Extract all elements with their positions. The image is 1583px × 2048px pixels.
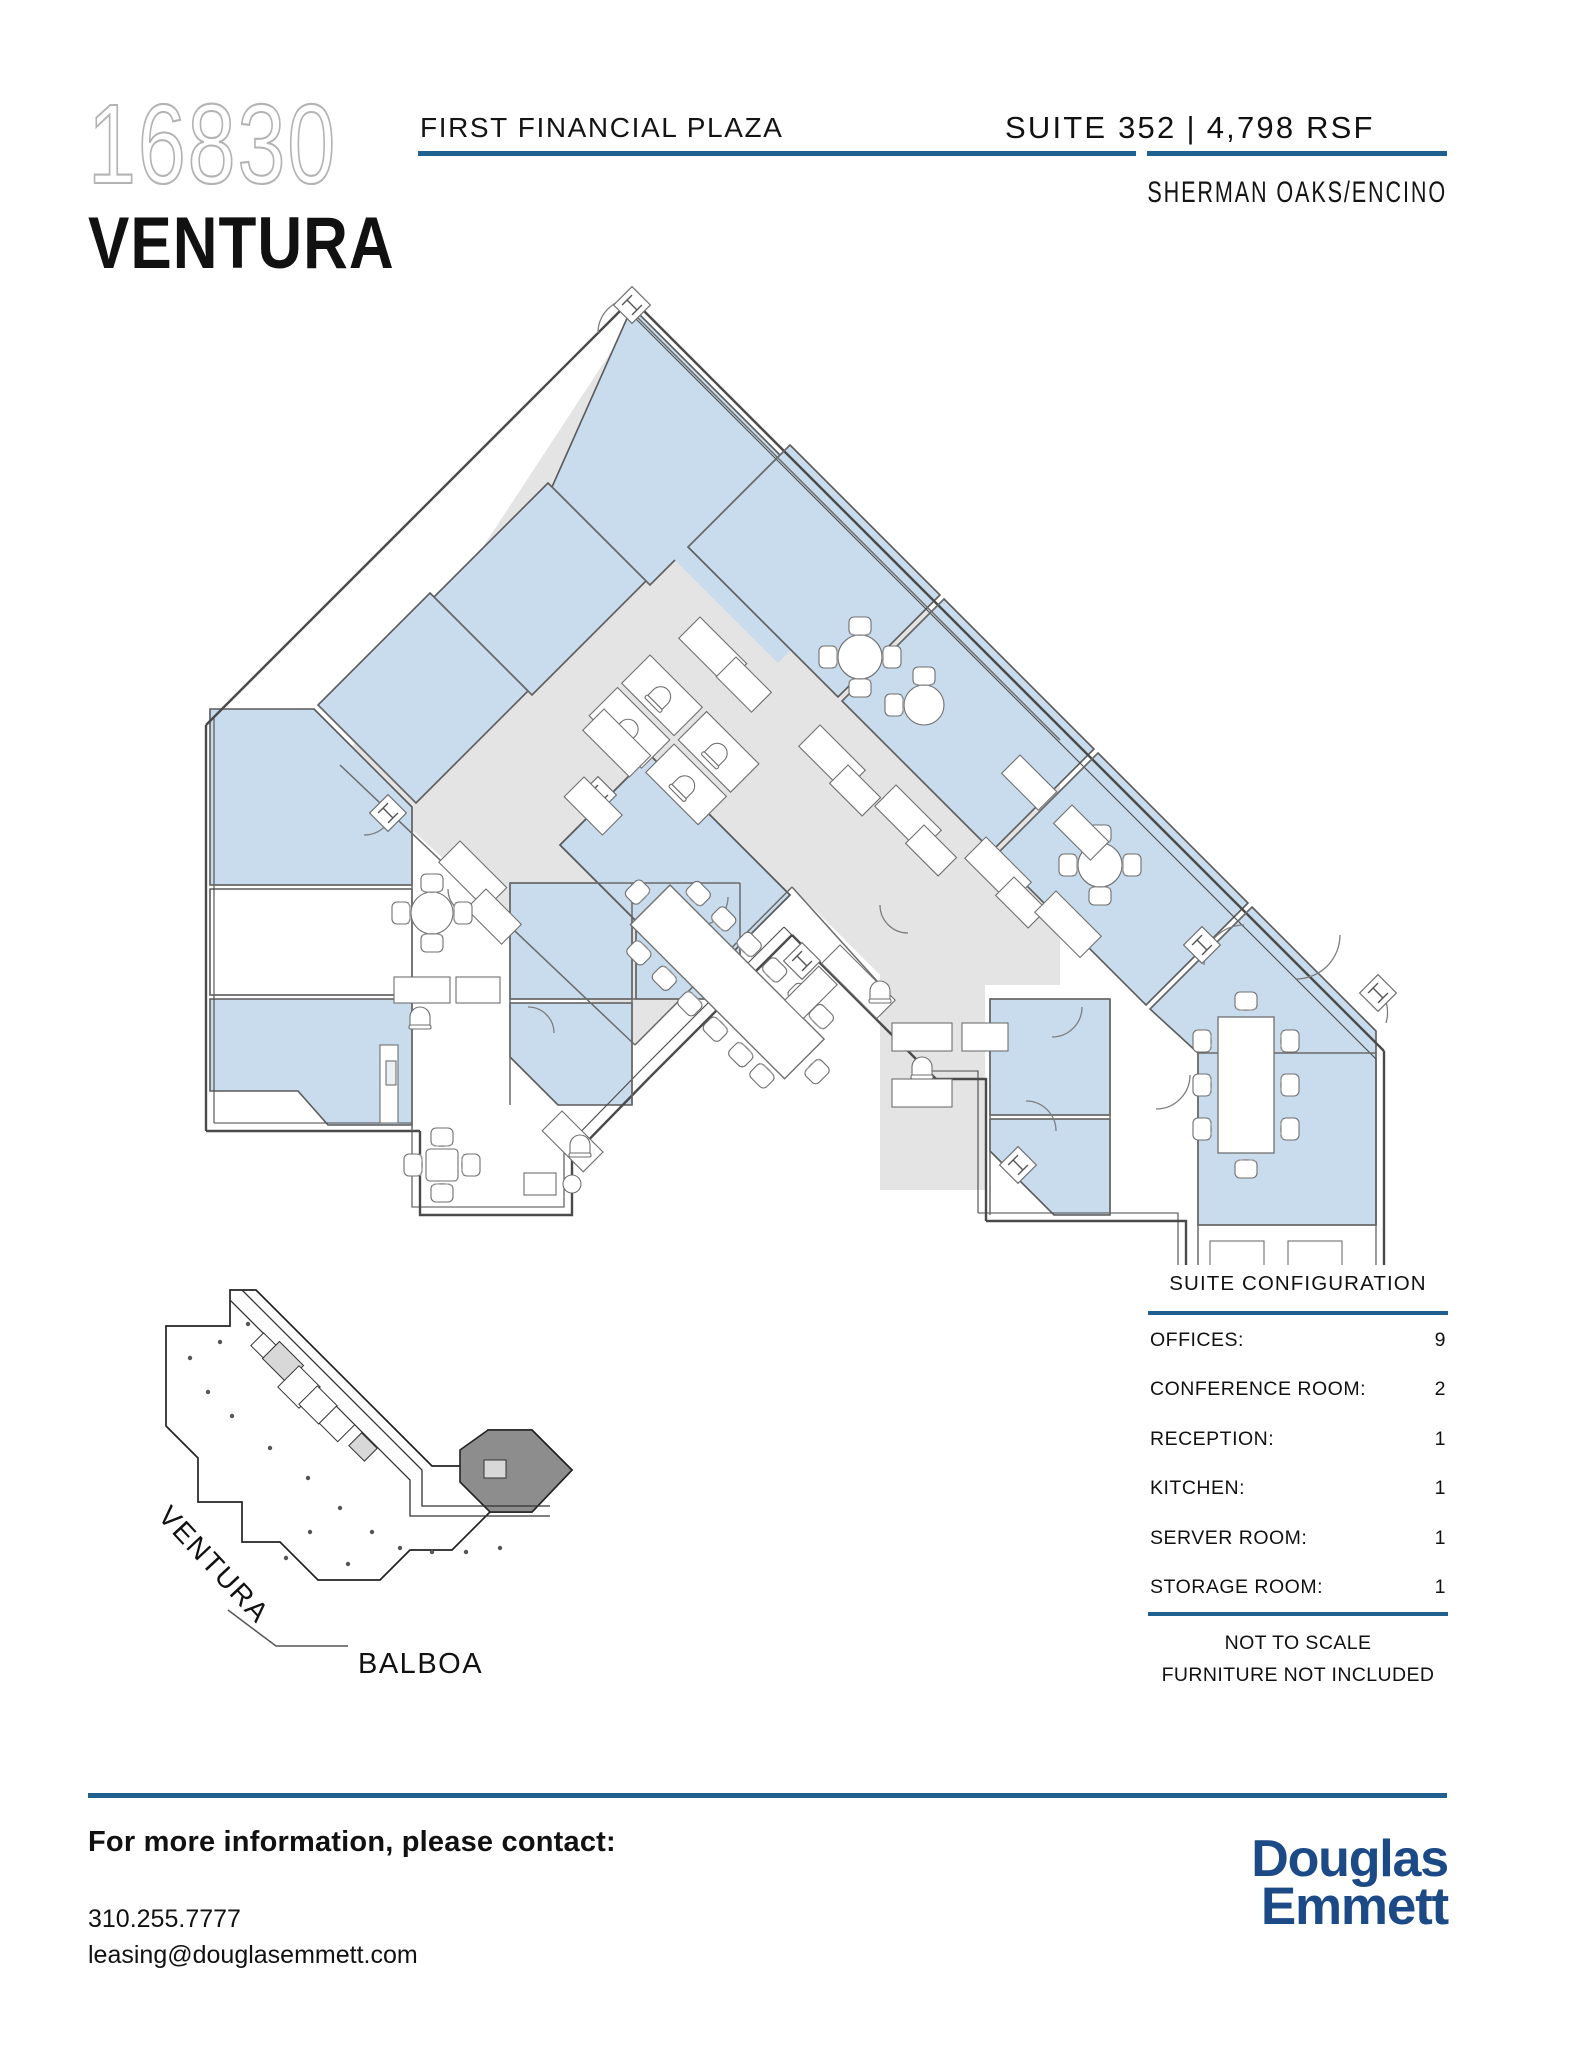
- config-row-server-room: SERVER ROOM: 1: [1148, 1513, 1448, 1563]
- config-value: 1: [1434, 1427, 1446, 1450]
- suite-configuration-notes: NOT TO SCALE FURNITURE NOT INCLUDED: [1148, 1627, 1448, 1691]
- key-map: [80, 1280, 600, 1680]
- submarket-label: SHERMAN OAKS/ENCINO: [1147, 176, 1447, 209]
- suite-configuration-panel: SUITE CONFIGURATION OFFICES: 9 CONFERENC…: [1148, 1272, 1448, 1691]
- footer-rule: [88, 1793, 1447, 1798]
- config-top-rule: [1148, 1311, 1448, 1315]
- config-label: SERVER ROOM:: [1150, 1526, 1308, 1549]
- config-label: KITCHEN:: [1150, 1477, 1246, 1499]
- building-street-name: VENTURA: [88, 203, 395, 285]
- floor-plan: [180, 285, 1410, 1265]
- suite-configuration-list: OFFICES: 9 CONFERENCE ROOM: 2 RECEPTION:…: [1148, 1315, 1448, 1612]
- furniture: [379, 616, 1343, 1265]
- config-value: 1: [1434, 1477, 1446, 1499]
- config-value: 2: [1434, 1378, 1446, 1400]
- suite-number: SUITE 352: [1005, 110, 1177, 145]
- highlighted-wing: [459, 1429, 574, 1513]
- suite-and-size: SUITE 352 | 4,798 RSF: [1005, 110, 1375, 146]
- balboa-leader-line: [227, 1609, 348, 1647]
- douglas-emmett-logo: Douglas Emmett: [1198, 1830, 1449, 1936]
- note-not-to-scale: NOT TO SCALE: [1224, 1632, 1372, 1654]
- page-header: 16830 VENTURA FIRST FINANCIAL PLAZA SUIT…: [0, 0, 1583, 285]
- building-outline: [204, 298, 1386, 1265]
- property-name-rule: [418, 151, 1136, 156]
- config-value: 1: [1434, 1576, 1446, 1598]
- floor-plan-drawing: [204, 285, 1398, 1265]
- config-row-kitchen: KITCHEN: 1: [1148, 1464, 1448, 1514]
- property-name: FIRST FINANCIAL PLAZA: [420, 112, 784, 143]
- contact-heading: For more information, please contact:: [88, 1826, 616, 1858]
- building-number: 16830: [87, 81, 338, 209]
- config-label: STORAGE ROOM:: [1150, 1576, 1323, 1598]
- config-value: 9: [1434, 1328, 1446, 1351]
- config-row-storage-room: STORAGE ROOM: 1: [1148, 1563, 1448, 1613]
- logo-line-douglas: Douglas: [1251, 1830, 1449, 1888]
- floor-plan-geometry: [204, 285, 1398, 1265]
- contact-phone[interactable]: 310.255.7777: [88, 1905, 241, 1933]
- keymap-street-balboa: BALBOA: [358, 1648, 484, 1680]
- config-row-offices: OFFICES: 9: [1148, 1315, 1448, 1365]
- rentable-square-feet: 4,798 RSF: [1206, 110, 1375, 145]
- config-row-reception: RECEPTION: 1: [1148, 1414, 1448, 1464]
- note-furniture-not-included: FURNITURE NOT INCLUDED: [1161, 1664, 1435, 1686]
- suite-configuration-title: SUITE CONFIGURATION: [1169, 1272, 1427, 1295]
- config-bottom-rule: [1148, 1612, 1448, 1616]
- config-label: RECEPTION:: [1150, 1427, 1275, 1450]
- config-label: OFFICES:: [1150, 1328, 1244, 1351]
- config-value: 1: [1434, 1526, 1446, 1549]
- key-map-drawing: [165, 1289, 574, 1647]
- config-row-conference-room: CONFERENCE ROOM: 2: [1148, 1365, 1448, 1415]
- config-label: CONFERENCE ROOM:: [1150, 1378, 1367, 1400]
- contact-email[interactable]: leasing@douglasemmett.com: [88, 1941, 418, 1969]
- suite-size-rule: [1147, 151, 1447, 156]
- suite-size-separator: |: [1186, 110, 1197, 145]
- logo-line-emmett: Emmett: [1260, 1877, 1449, 1936]
